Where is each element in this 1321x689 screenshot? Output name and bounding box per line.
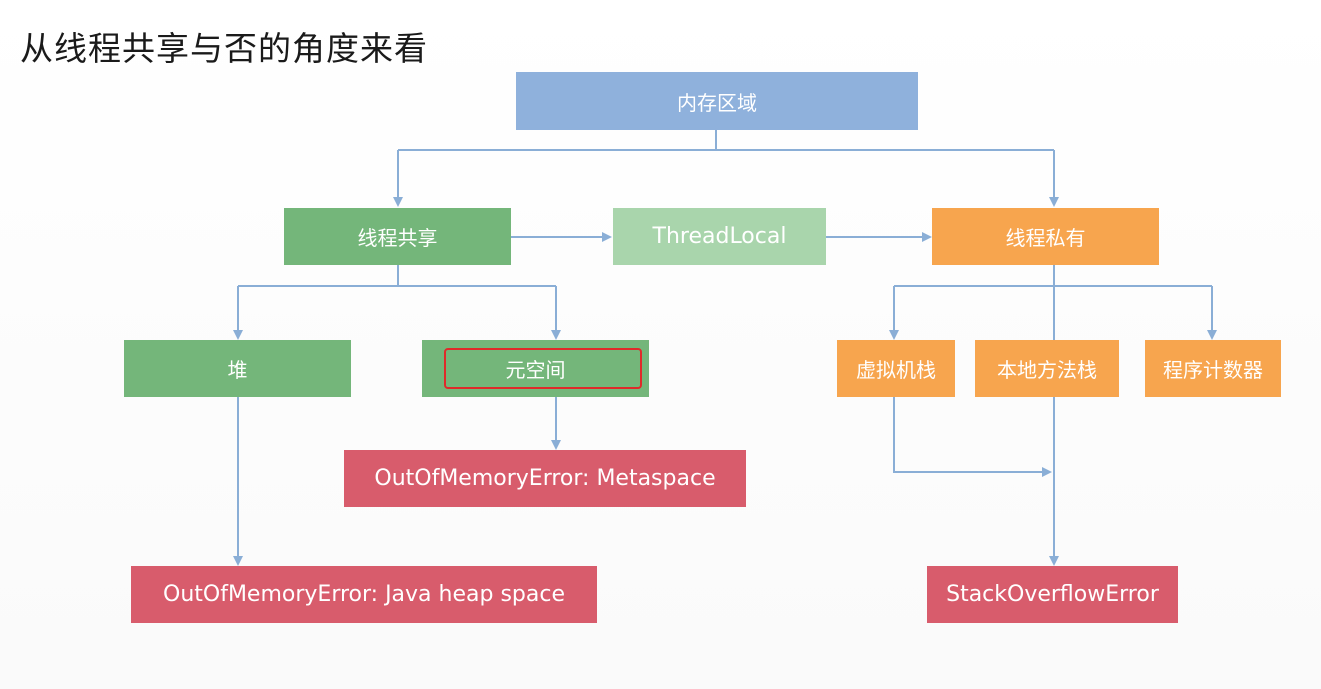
node-oom-java-heap: OutOfMemoryError: Java heap space [131, 566, 597, 623]
metaspace-highlight-frame [444, 348, 642, 389]
node-program-counter: 程序计数器 [1145, 340, 1281, 397]
node-stack-overflow: StackOverflowError [927, 566, 1178, 623]
node-native-method-stack: 本地方法栈 [975, 340, 1119, 397]
node-oom-metaspace: OutOfMemoryError: Metaspace [344, 450, 746, 507]
page-title: 从线程共享与否的角度来看 [20, 29, 428, 68]
node-memory-area: 内存区域 [516, 72, 918, 130]
node-thread-shared: 线程共享 [284, 208, 511, 265]
node-thread-private: 线程私有 [932, 208, 1159, 265]
connector-vmstack-merge [893, 397, 1052, 477]
node-heap: 堆 [124, 340, 351, 397]
node-threadlocal: ThreadLocal [613, 208, 826, 265]
node-vm-stack: 虚拟机栈 [837, 340, 955, 397]
